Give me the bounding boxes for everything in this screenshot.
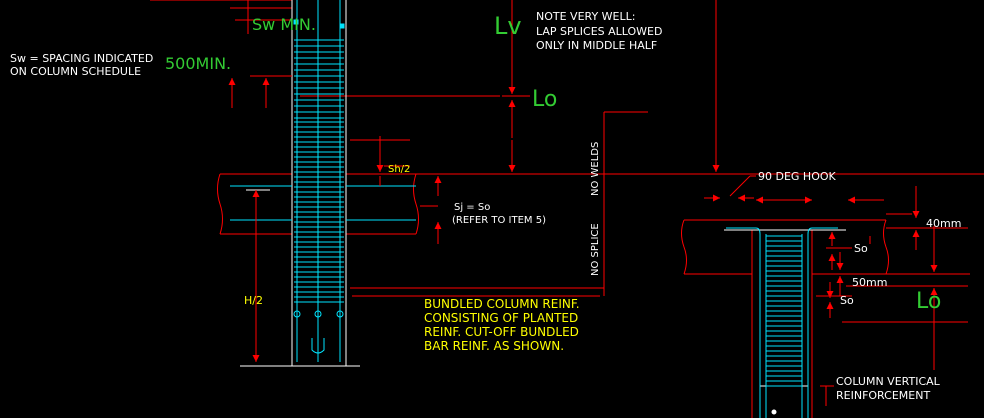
sw-note-line2: ON COLUMN SCHEDULE <box>10 65 141 78</box>
label-500-min: 500MIN. <box>165 54 231 73</box>
label-50mm: 50mm <box>852 276 887 289</box>
label-hook: 90 DEG HOOK <box>758 170 837 183</box>
note-line3: ONLY IN MIDDLE HALF <box>536 39 657 52</box>
right-column-ties <box>766 235 802 387</box>
label-sw-min: Sw MIN. <box>252 15 316 34</box>
note-line2: LAP SPLICES ALLOWED <box>536 25 662 38</box>
label-so-1: So <box>854 242 868 255</box>
left-column-rebar <box>230 0 416 362</box>
label-sj: Sj = So <box>454 202 490 213</box>
label-lo-top: Lo <box>532 87 557 112</box>
left-column-ties <box>294 39 344 303</box>
label-so-2: So <box>840 294 854 307</box>
label-no-splice: NO SPLICE <box>590 223 601 276</box>
sw-note-line1: Sw = SPACING INDICATED <box>10 52 153 65</box>
bundled-line3: REINF. CUT-OFF BUNDLED <box>424 325 579 339</box>
left-slab-outline <box>150 0 984 297</box>
right-slab-outline <box>681 175 970 418</box>
left-column-outline <box>240 0 360 367</box>
bundled-line2: CONSISTING OF PLANTED <box>424 311 578 325</box>
label-40mm: 40mm <box>926 217 961 230</box>
note-line1: NOTE VERY WELL: <box>536 10 635 23</box>
label-sh2: Sh/2 <box>388 164 410 175</box>
bundled-line1: BUNDLED COLUMN REINF. <box>424 297 580 311</box>
label-lv: Lv <box>494 12 522 40</box>
label-lo-right: Lo <box>916 289 941 314</box>
label-h2: H/2 <box>244 294 263 307</box>
left-dimensions <box>228 0 530 362</box>
label-no-welds: NO WELDS <box>590 142 601 196</box>
right-dimensions <box>704 0 938 387</box>
label-refer-item: (REFER TO ITEM 5) <box>452 215 546 226</box>
col-vertical-line1: COLUMN VERTICAL <box>836 375 941 388</box>
bundled-line4: BAR REINF. AS SHOWN. <box>424 339 564 353</box>
col-vertical-line2: REINFORCEMENT <box>836 389 930 402</box>
